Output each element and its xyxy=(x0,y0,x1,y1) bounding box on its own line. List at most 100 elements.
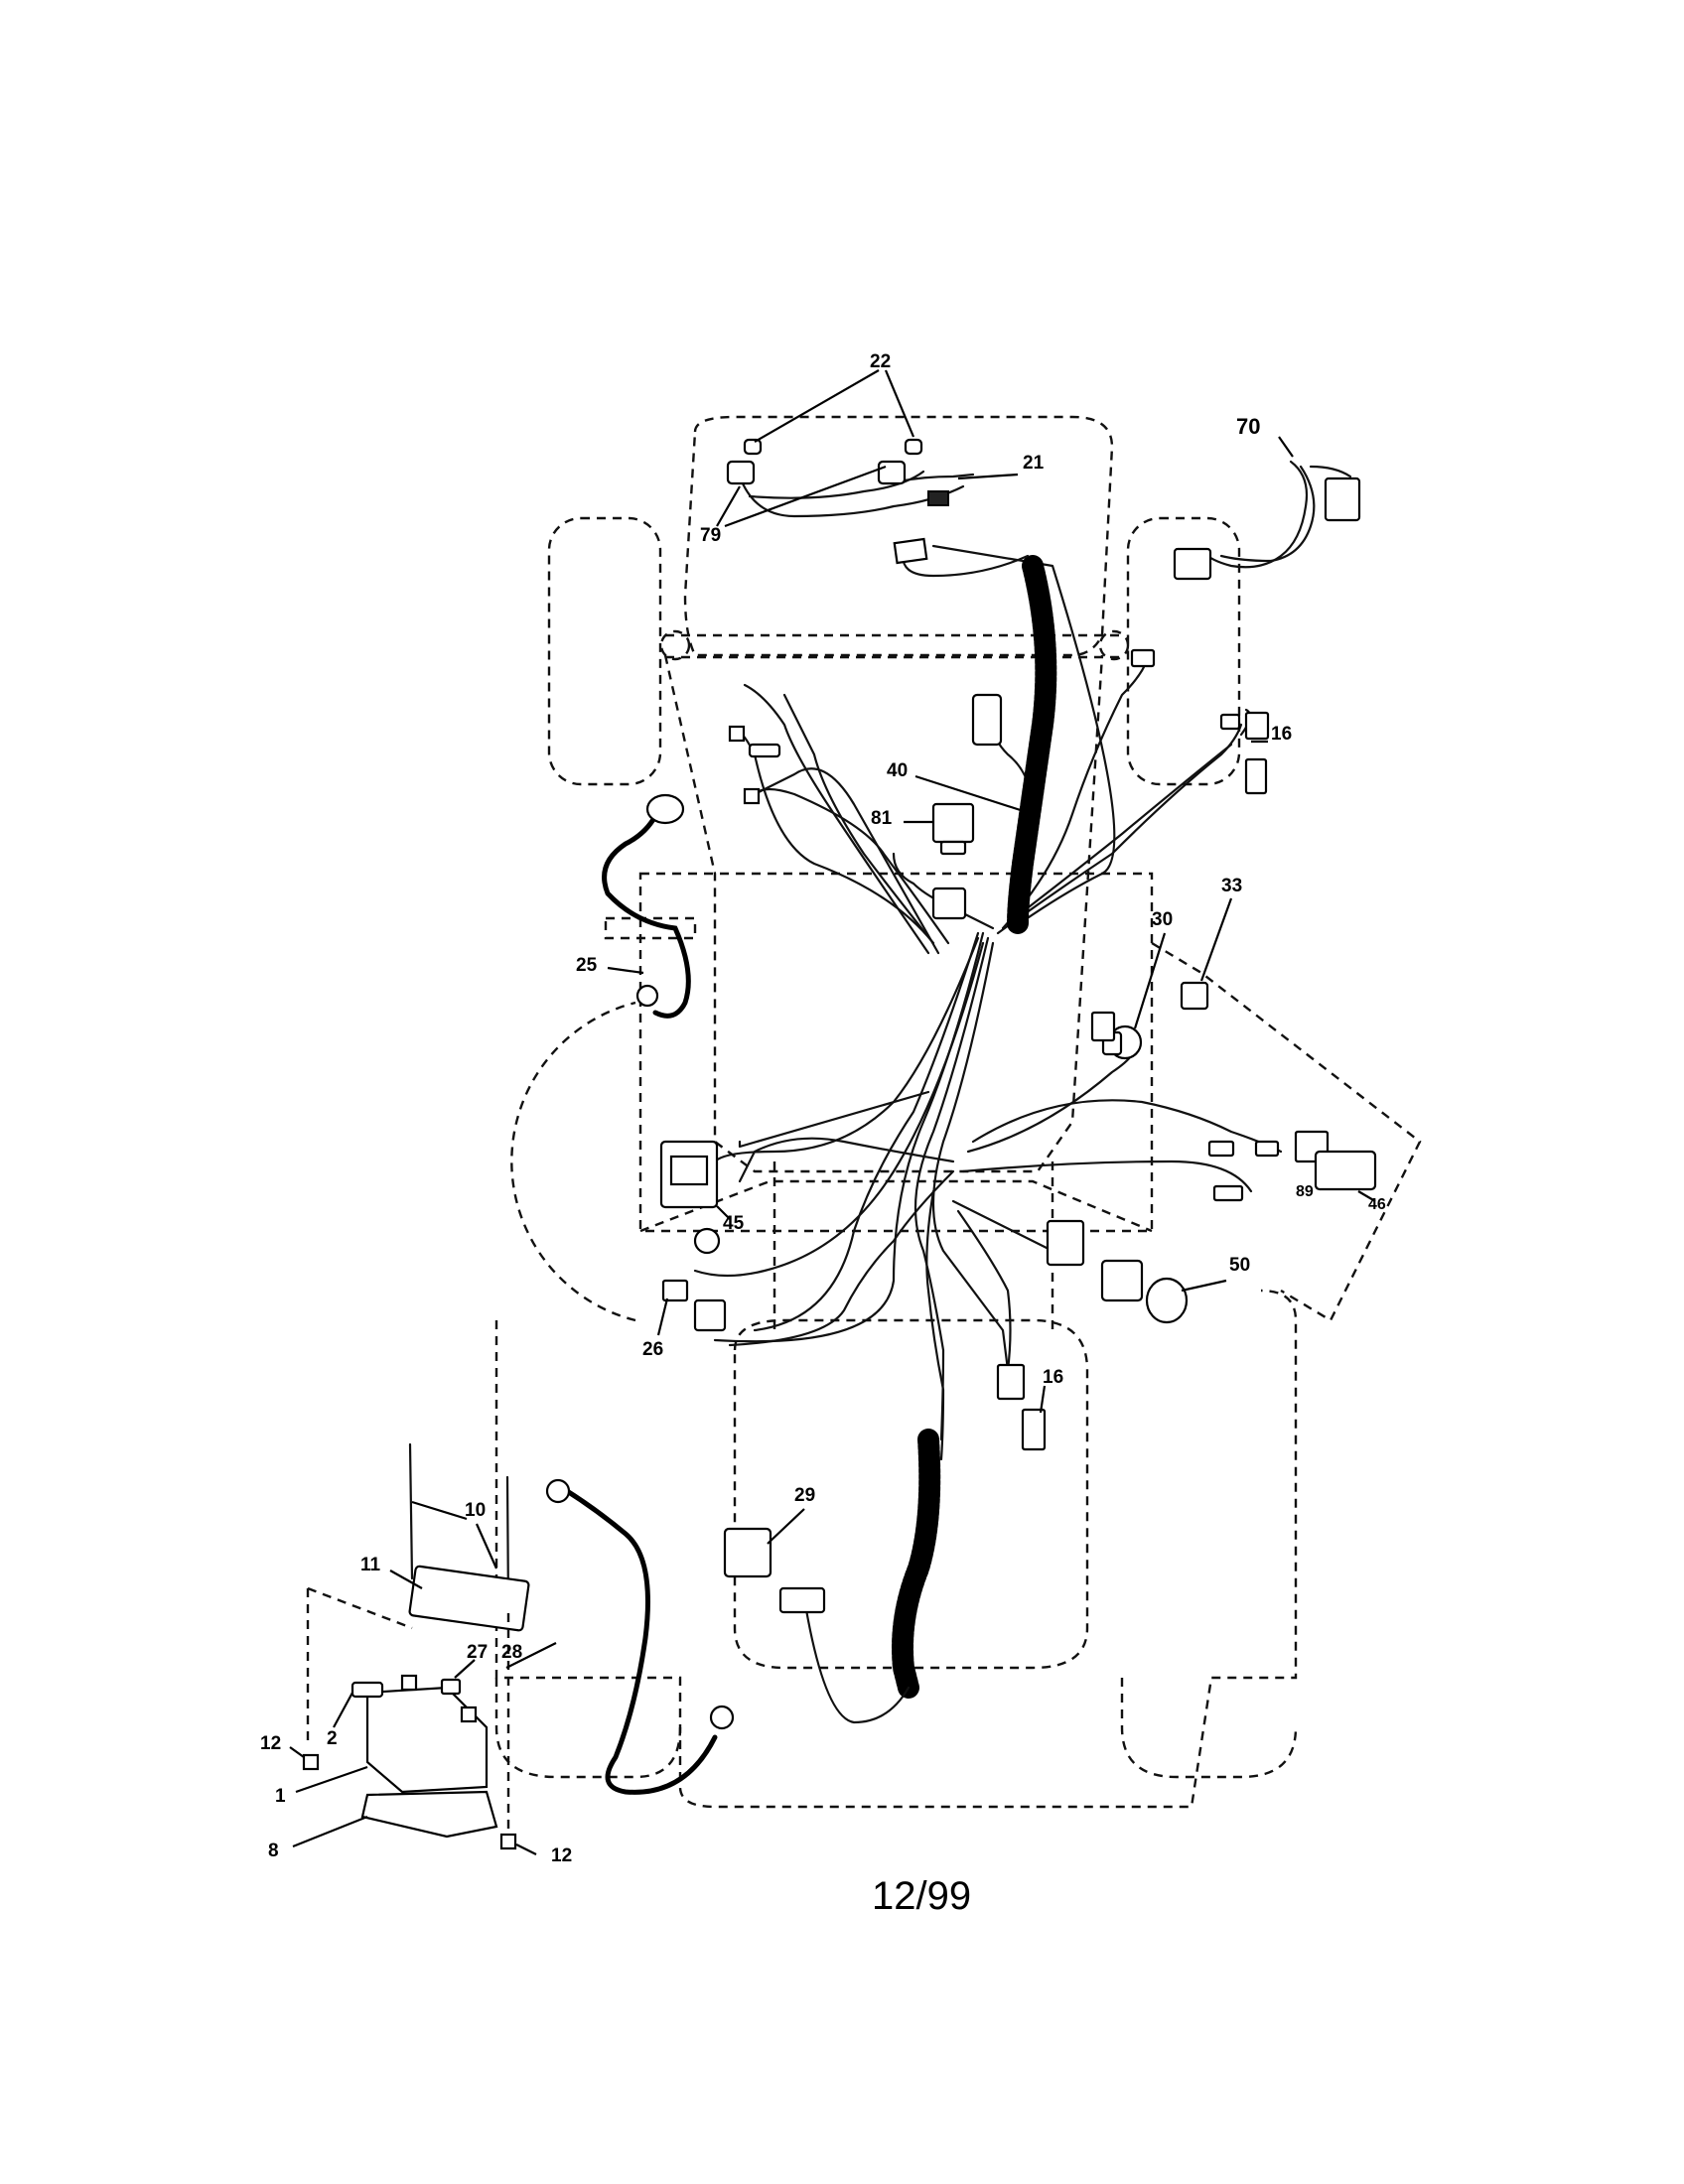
headlight-socket-right xyxy=(877,460,907,485)
leader-12-left xyxy=(289,1746,305,1758)
callout-2: 2 xyxy=(327,1728,338,1749)
harness-wire xyxy=(931,544,1116,930)
harness-70-wire xyxy=(1199,460,1309,569)
leader-46 xyxy=(1357,1190,1376,1202)
hold-down-bracket-11 xyxy=(408,1565,530,1632)
harness-wire xyxy=(753,931,980,1332)
callout-46: 46 xyxy=(1368,1196,1386,1213)
callout-12-left: 12 xyxy=(260,1733,281,1754)
callout-26: 26 xyxy=(642,1339,663,1360)
seat-switch-plug xyxy=(778,1586,826,1614)
harness-wire xyxy=(743,683,930,955)
seat-mount-outline xyxy=(772,1161,1054,1330)
ring-terminal-mid xyxy=(743,787,761,805)
harness-wire xyxy=(738,1090,930,1149)
hood-lead-wire xyxy=(902,549,1030,578)
leader-50 xyxy=(1181,1279,1227,1293)
main-connector-block xyxy=(1090,1011,1116,1042)
harness-wire xyxy=(971,1099,1283,1154)
rear-body-outline xyxy=(494,1289,1298,1809)
harness-wire xyxy=(913,936,990,1441)
leader-40 xyxy=(914,774,1034,816)
harness-wire xyxy=(961,1160,1253,1193)
rear-wheel-left xyxy=(510,1001,636,1322)
leader-45 xyxy=(716,1205,731,1220)
harness-plug-lower-right xyxy=(1212,1184,1244,1202)
battery-cable-25 xyxy=(602,813,691,1019)
rear-wheel-right xyxy=(1120,1678,1298,1779)
ring-terminal-lower xyxy=(693,1227,721,1255)
rear-fender-right xyxy=(1151,941,1422,1322)
leader-33 xyxy=(1199,897,1233,982)
harness-plug-far-right xyxy=(1254,1140,1280,1158)
callout-30: 30 xyxy=(1152,909,1173,930)
cable-25-ring xyxy=(635,984,659,1008)
battery-1 xyxy=(365,1674,489,1794)
leader-25 xyxy=(607,966,644,975)
headlight-socket-left xyxy=(726,460,756,485)
front-wheel-left xyxy=(547,516,662,786)
leader-29 xyxy=(767,1508,805,1545)
callout-22: 22 xyxy=(870,351,891,372)
front-axle xyxy=(665,633,1122,659)
axle-pivot-left xyxy=(659,629,691,661)
footer-date: 12/99 xyxy=(872,1874,971,1918)
callout-45: 45 xyxy=(723,1213,745,1234)
callout-11: 11 xyxy=(360,1555,381,1575)
callout-79: 79 xyxy=(700,525,721,546)
callout-70: 70 xyxy=(1236,414,1260,439)
callout-50: 50 xyxy=(1229,1255,1250,1276)
bracket-connector xyxy=(931,887,967,920)
leader-28 xyxy=(505,1642,557,1669)
leader-2 xyxy=(333,1692,353,1728)
harness-wire xyxy=(1001,658,1149,930)
harness-wire xyxy=(733,731,935,945)
leader-10-right xyxy=(475,1523,498,1570)
connector-70-socket xyxy=(1173,547,1212,581)
callout-8: 8 xyxy=(268,1841,279,1861)
callout-29: 29 xyxy=(794,1485,815,1506)
cable-28-ring-bottom xyxy=(709,1705,735,1730)
connector-16-a xyxy=(1244,711,1270,741)
leader-lines xyxy=(289,369,1376,1855)
leader-79-right xyxy=(724,465,887,528)
harness-wire xyxy=(753,787,950,945)
relay-81 xyxy=(931,802,975,844)
callout-10: 10 xyxy=(465,1500,486,1521)
harness-wire xyxy=(1006,743,1233,925)
bolt-2 xyxy=(351,1681,384,1699)
connector-21 xyxy=(927,490,949,506)
seat-outline xyxy=(733,1318,1089,1670)
switch-50 xyxy=(1100,1259,1144,1302)
leader-8 xyxy=(292,1815,368,1848)
harness-wire xyxy=(925,1189,945,1461)
harness-wire xyxy=(738,1137,955,1183)
indicator-46 xyxy=(1314,1150,1377,1191)
tractor-ghost-outline xyxy=(494,415,1422,1809)
seat-switch-29 xyxy=(723,1527,772,1578)
harness-70-wire xyxy=(1219,465,1316,563)
fastener-27 xyxy=(440,1678,462,1696)
dash-panel-outline xyxy=(638,872,1154,1233)
main-harness xyxy=(693,544,1283,1461)
harness-plug-right xyxy=(1207,1140,1235,1158)
battery-terminal-right xyxy=(460,1706,478,1723)
callout-40: 40 xyxy=(887,760,908,781)
nut-12-left xyxy=(302,1753,320,1771)
battery-terminal-left xyxy=(400,1674,418,1692)
wire-loom-lower xyxy=(892,1429,941,1699)
harness-wire xyxy=(728,1169,955,1347)
callout-12-right: 12 xyxy=(551,1845,572,1866)
axle-pivot-right xyxy=(1098,629,1130,661)
callout-1: 1 xyxy=(275,1786,286,1807)
connector-16-b xyxy=(1244,757,1268,795)
callout-28: 28 xyxy=(501,1642,522,1663)
upper-right-plug-2 xyxy=(1219,713,1241,731)
switch-33 xyxy=(1180,981,1209,1011)
harness-wire xyxy=(956,1209,1012,1372)
bulb-right xyxy=(904,438,923,456)
multi-pin-connector xyxy=(1046,1219,1085,1267)
leader-16-lower xyxy=(1039,1385,1047,1414)
rear-wheel-left-lower xyxy=(494,1678,682,1779)
terminal-clip xyxy=(971,693,1003,747)
